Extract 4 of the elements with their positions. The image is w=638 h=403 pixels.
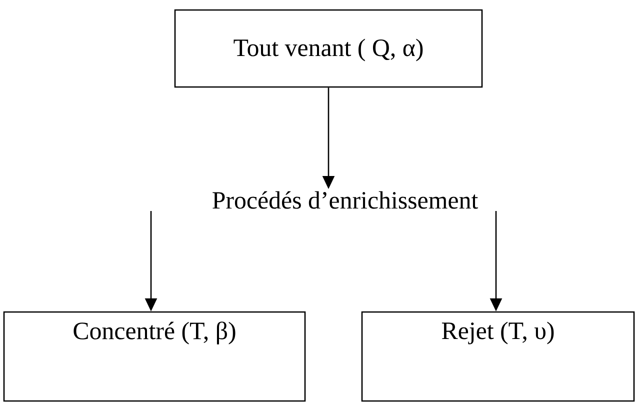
process-box: Rejet (T, υ) (361, 311, 635, 402)
process-label: Procédés d’enrichissement (212, 191, 478, 209)
process-box: Tout venant ( Q, α) (174, 9, 483, 88)
process-box: Concentré (T, β) (3, 311, 306, 402)
